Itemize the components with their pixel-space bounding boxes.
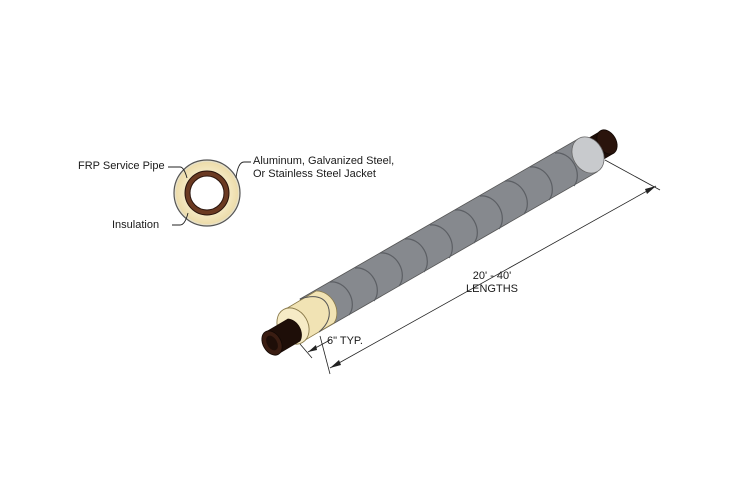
jacket-label: Aluminum, Galvanized Steel, Or Stainless…	[253, 155, 394, 181]
jacket-label-line2: Or Stainless Steel Jacket	[253, 168, 376, 180]
typ-arrow	[308, 345, 317, 352]
left-pipe-stub	[261, 318, 302, 356]
length-label: 20' - 40' LENGTHS	[452, 270, 532, 296]
service-pipe-leader	[168, 166, 188, 179]
cross-section	[173, 159, 241, 227]
jacket-cut-edge	[299, 296, 330, 333]
insulation-leader	[172, 212, 189, 226]
length-arrow-left	[330, 360, 341, 368]
typ-ext	[299, 343, 313, 359]
length-label-line1: 20' - 40'	[472, 270, 512, 282]
jacket-label-line1: Aluminum, Galvanized Steel,	[253, 155, 395, 167]
jacket-end-cap	[571, 136, 605, 174]
jacket-seams	[329, 152, 578, 316]
jacket-leader	[235, 161, 251, 179]
length-ext-left	[319, 335, 331, 375]
dimension-lines	[299, 159, 661, 375]
cross-section-leaders	[168, 161, 251, 226]
pipe-assembly	[261, 129, 618, 356]
service-pipe-label: FRP Service Pipe	[78, 160, 165, 172]
pipe-bore	[189, 175, 225, 211]
length-ext-right	[604, 159, 661, 191]
length-label-line2: LENGTHS	[466, 283, 518, 295]
insulation-label: Insulation	[112, 219, 160, 231]
length-dim-line	[329, 185, 657, 369]
typ-label: 6" TYP.	[327, 335, 363, 347]
length-arrow-right	[645, 186, 656, 194]
